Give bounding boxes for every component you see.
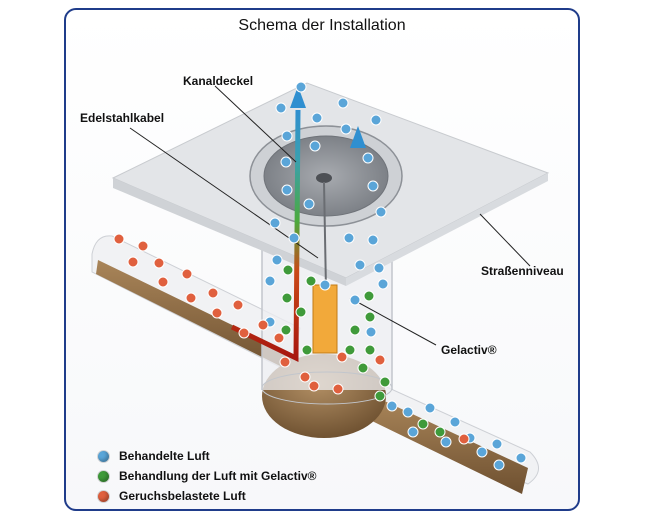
label-gelactiv: Gelactiv® <box>441 343 497 357</box>
legend-item-treated: Behandelte Luft <box>98 446 317 466</box>
treating-air-particles <box>280 264 446 438</box>
legend-label: Behandelte Luft <box>119 449 210 463</box>
gelactiv-device <box>312 284 338 354</box>
legend-dot-icon <box>98 450 109 462</box>
right-sewer-pipe <box>370 383 539 494</box>
legend: Behandelte Luft Behandlung der Luft mit … <box>98 446 317 506</box>
flow-arrow-left <box>230 86 306 362</box>
legend-dot-icon <box>98 490 109 502</box>
odor-air-particles <box>113 233 470 445</box>
diagram-title: Schema der Installation <box>238 17 406 34</box>
legend-item-odor: Geruchsbelastete Luft <box>98 486 317 506</box>
steel-cable <box>323 181 327 291</box>
label-steel-cable: Edelstahlkabel <box>80 111 165 125</box>
legend-dot-icon <box>98 470 109 482</box>
label-manhole-cover: Kanaldeckel <box>183 74 254 88</box>
label-street-level: Straßenniveau <box>481 264 564 278</box>
legend-item-treating: Behandlung der Luft mit Gelactiv® <box>98 466 317 486</box>
legend-label: Behandlung der Luft mit Gelactiv® <box>119 469 317 483</box>
leader-lines <box>129 85 531 346</box>
legend-label: Geruchsbelastete Luft <box>119 489 246 503</box>
treated-air-particles <box>264 81 527 471</box>
